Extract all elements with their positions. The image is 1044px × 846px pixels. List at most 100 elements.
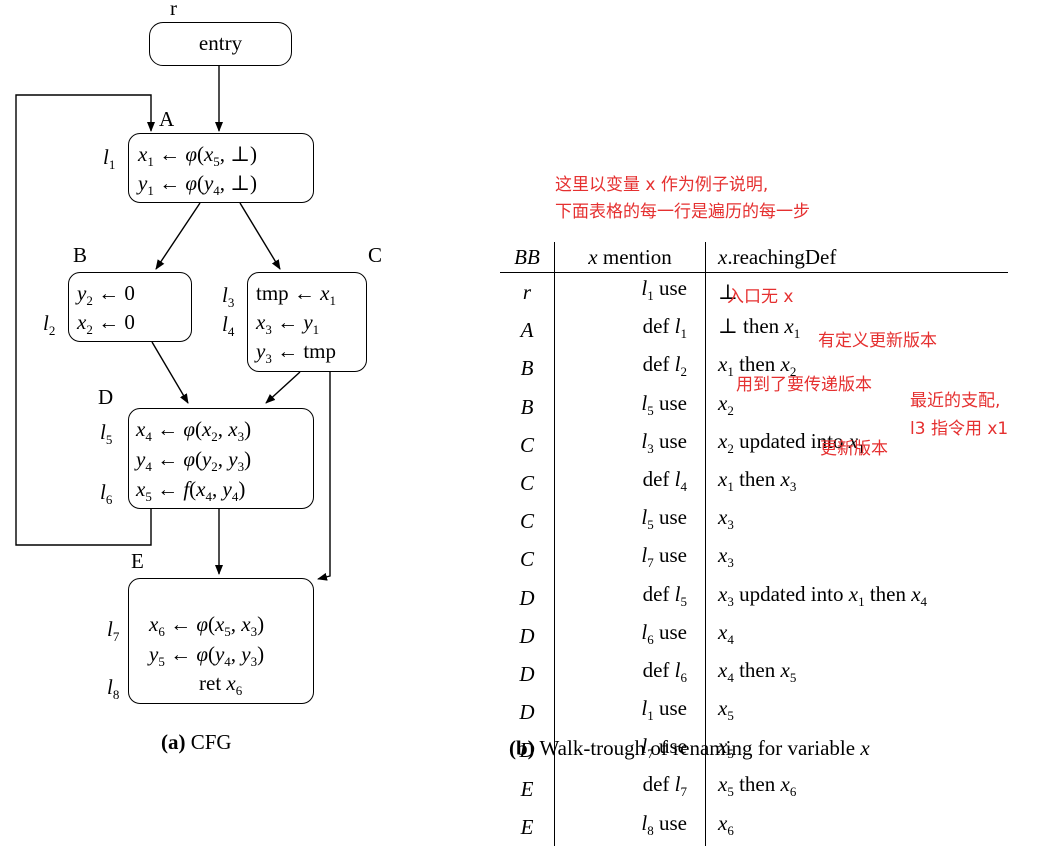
block-d-line-1: y4 ← φ(y2, y3): [136, 447, 252, 475]
note-nearest-dom-2: l3 指令用 x1: [910, 419, 1009, 439]
cell-mention: l5 use: [554, 387, 706, 426]
cell-mention: def l5: [554, 578, 706, 617]
block-d-lineno-0: l5: [100, 420, 113, 448]
block-c-lineno-0: l3: [222, 283, 235, 311]
block-e-line-0: x6 ← φ(x5, x3): [149, 612, 265, 640]
cell-mention: def l7: [554, 769, 706, 808]
cell-bb: B: [520, 394, 534, 419]
cell-bb: C: [519, 509, 534, 534]
intro-note-line1: 这里以变量 x 作为例子说明,: [555, 175, 769, 195]
block-b-line-1: x2 ← 0: [77, 310, 135, 338]
cell-mention: def l4: [554, 463, 706, 503]
cell-reachingdef: x4: [705, 616, 1008, 655]
block-e-lineno-2: l8: [107, 675, 120, 703]
block-c-line-2: y3 ← tmp: [256, 339, 336, 367]
block-e-label: E: [131, 549, 144, 573]
cell-bb: D: [519, 661, 535, 686]
cell-reachingdef: ⊥: [705, 272, 1008, 312]
edge-A-C: [239, 202, 281, 270]
note-used-pass-version: 用到了要传递版本: [736, 375, 872, 395]
header-mention: x mention: [554, 242, 706, 273]
block-a-line-0: x1 ← φ(x5, ⊥): [138, 142, 258, 170]
block-e-line-2: ret x6: [199, 671, 243, 699]
block-c-label: C: [368, 243, 383, 267]
cell-bb: C: [519, 547, 534, 572]
cell-mention: l7 use: [554, 540, 706, 579]
cell-reachingdef: x1 then x3: [705, 463, 1008, 503]
cell-reachingdef: x6: [705, 807, 1008, 846]
cell-bb: D: [519, 738, 535, 763]
cell-bb: C: [519, 471, 534, 496]
block-d-line-0: x4 ← φ(x2, x3): [136, 417, 252, 445]
entry-node: entry: [149, 22, 292, 66]
block-a-line-1: y1 ← φ(y4, ⊥): [138, 171, 258, 199]
block-b: y2 ← 0 x2 ← 0: [68, 272, 192, 342]
edge-D-A-back: [15, 94, 155, 546]
edge-A-B: [155, 202, 201, 270]
cell-bb: E: [520, 814, 534, 839]
cell-reachingdef: x5: [705, 731, 1008, 770]
cell-mention: l1 use: [554, 272, 706, 312]
header-bb: BB: [500, 242, 555, 273]
edge-C-D: [265, 371, 301, 404]
note-new-def-version: 有定义更新版本: [818, 331, 937, 351]
header-reachingdef: x.reachingDef: [705, 242, 1008, 273]
table-header-row: BB x mention x.reachingDef: [500, 242, 1008, 273]
block-c: tmp ← x1 x3 ← y1 y3 ← tmp: [247, 272, 367, 372]
cell-reachingdef: x4 then x5: [705, 654, 1008, 694]
cell-bb: B: [520, 356, 534, 381]
cell-mention: l7 use: [554, 731, 706, 770]
cell-reachingdef: x5: [705, 693, 1008, 732]
table-caption-tag: (b): [509, 736, 535, 760]
cell-bb: D: [519, 700, 535, 725]
block-e-line-1: y5 ← φ(y4, y3): [149, 642, 265, 670]
note-entry-no-x: 入口无 x: [727, 287, 794, 307]
block-d-line-2: x5 ← f(x4, y4): [136, 477, 246, 505]
cell-mention: l1 use: [554, 693, 706, 732]
edge-C-E: [317, 372, 331, 581]
cell-reachingdef: x1 then x2: [705, 349, 1008, 388]
cell-mention: def l6: [554, 654, 706, 694]
block-e-lineno-0: l7: [107, 617, 120, 645]
edge-B-D: [151, 341, 189, 404]
cfg-caption-text: CFG: [190, 730, 232, 754]
cell-bb: C: [519, 432, 534, 457]
table-row: r l1 use⊥: [500, 272, 1008, 312]
block-d-label: D: [98, 385, 114, 409]
block-a: x1 ← φ(x5, ⊥) y1 ← φ(y4, ⊥): [128, 133, 314, 203]
block-d-lineno-2: l6: [100, 480, 113, 508]
cell-bb: D: [519, 623, 535, 648]
cell-reachingdef: x3 updated into x1 then x4: [705, 578, 1008, 617]
cfg-caption: (a) CFG: [161, 730, 232, 755]
block-b-lineno-1: l2: [43, 311, 56, 339]
intro-note-line2: 下面表格的每一行是遍历的每一步: [555, 202, 810, 222]
cell-reachingdef: x5 then x6: [705, 769, 1008, 808]
cell-bb: E: [520, 776, 534, 801]
cell-reachingdef: x3: [705, 502, 1008, 541]
cell-mention: l6 use: [554, 616, 706, 655]
block-c-line-1: x3 ← y1: [256, 310, 320, 338]
cell-mention: l3 use: [554, 425, 706, 464]
block-b-line-0: y2 ← 0: [77, 281, 135, 309]
block-a-label: A: [159, 107, 175, 131]
cell-bb: r: [522, 280, 532, 305]
note-nearest-dom-1: 最近的支配,: [910, 391, 1001, 411]
cell-mention: l5 use: [554, 502, 706, 541]
table-caption-text: Walk-trough of renaming for variable x: [539, 736, 870, 760]
cfg-caption-tag: (a): [161, 730, 186, 754]
cell-mention: l8 use: [554, 807, 706, 846]
cell-reachingdef: x2 updated into x1: [705, 425, 1008, 464]
block-c-lineno-1: l4: [222, 312, 235, 340]
table-caption: (b) Walk-trough of renaming for variable…: [509, 736, 870, 761]
block-e: x6 ← φ(x5, x3) y5 ← φ(y4, y3) ret x6: [128, 578, 314, 704]
cell-reachingdef: x3: [705, 540, 1008, 579]
